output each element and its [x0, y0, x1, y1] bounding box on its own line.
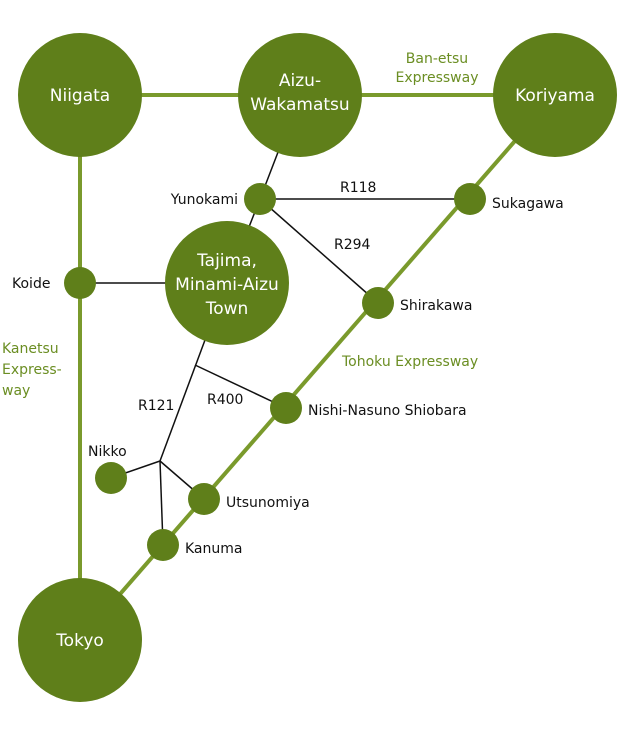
- r121-line: [159, 339, 206, 462]
- sukagawa-node: [454, 183, 486, 215]
- shirakawa-label: Shirakawa: [400, 298, 472, 314]
- utsunomiya-node: [188, 483, 220, 515]
- yunokami-node: [244, 183, 276, 215]
- niigata-label: Niigata: [50, 86, 110, 106]
- kanetsu-label-line3: way: [2, 383, 30, 399]
- kanuma-node: [147, 529, 179, 561]
- utsunomiya-label: Utsunomiya: [226, 495, 310, 511]
- kanuma-label: Kanuma: [185, 541, 242, 557]
- tajima-label-line1: Tajima,: [196, 251, 257, 271]
- r121-label: R121: [138, 398, 174, 414]
- tokyo-label: Tokyo: [55, 631, 104, 651]
- tohoku-expressway-line: [78, 93, 557, 642]
- r400-line: [194, 364, 287, 409]
- sukagawa-label: Sukagawa: [492, 196, 564, 212]
- aizu-wakamatsu-node: [238, 33, 362, 157]
- r118-label: R118: [340, 180, 376, 196]
- r400-label: R400: [207, 392, 243, 408]
- nishi-nasuno-node: [270, 392, 302, 424]
- yunokami-label: Yunokami: [170, 192, 238, 208]
- banetsu-label-line2: Expressway: [396, 70, 479, 86]
- city-nodes-large: [18, 33, 617, 702]
- tajima-node: [165, 221, 289, 345]
- tajima-label-line3: Town: [205, 299, 249, 319]
- r294-label: R294: [334, 237, 371, 253]
- expressway-lines: [78, 93, 557, 642]
- koriyama-node: [493, 33, 617, 157]
- koide-node: [64, 267, 96, 299]
- r294-line: [259, 198, 379, 304]
- nishi-nasuno-label: Nishi-Nasuno Shiobara: [308, 403, 467, 419]
- aizu-label-line2: Wakamatsu: [250, 95, 349, 115]
- koide-label: Koide: [12, 276, 50, 292]
- niigata-node: [18, 33, 142, 157]
- city-nodes-small: [64, 183, 486, 561]
- tohoku-label: Tohoku Expressway: [341, 354, 478, 370]
- banetsu-label-line1: Ban-etsu: [406, 51, 468, 67]
- tokyo-node: [18, 578, 142, 702]
- koriyama-label: Koriyama: [515, 86, 595, 106]
- nikko-label: Nikko: [88, 444, 127, 460]
- nikko-node: [95, 462, 127, 494]
- shirakawa-node: [362, 287, 394, 319]
- kanetsu-label-line2: Express-: [2, 362, 62, 378]
- tajima-label-line2: Minami-Aizu: [175, 275, 279, 295]
- kanetsu-label-line1: Kanetsu: [2, 341, 59, 357]
- aizu-label-line1: Aizu-: [279, 71, 321, 91]
